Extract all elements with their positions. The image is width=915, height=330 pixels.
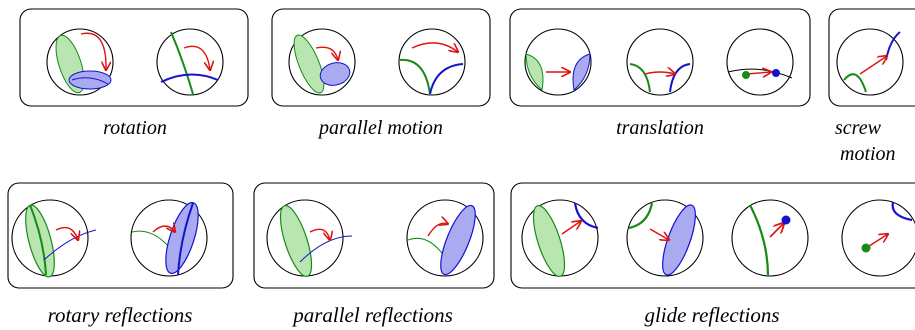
- disk-translation-3: [726, 28, 794, 96]
- disk-glide-3: [731, 199, 809, 277]
- disk-translation-2: [626, 28, 694, 96]
- caption-screw-motion-line-2: motion: [840, 143, 896, 165]
- blue-geodesic: [177, 202, 194, 276]
- green-geodesic: [749, 204, 770, 277]
- green-geodesic: [628, 202, 654, 230]
- disk-glide-4: [841, 199, 915, 277]
- blue-lens: [165, 202, 199, 274]
- caption-rotation: rotation: [103, 117, 167, 139]
- blue-arc: [299, 235, 353, 263]
- rotary-arrow: [152, 226, 175, 232]
- group-translation: translation: [509, 8, 811, 139]
- group-glide-reflections: glide reflections: [510, 182, 915, 327]
- glide-arrow: [561, 221, 581, 235]
- rotary-arrow: [55, 226, 78, 240]
- glide-arrow: [769, 223, 784, 238]
- rotation-arrow: [80, 32, 106, 70]
- motion-arrow: [315, 46, 338, 60]
- blue-arc: [71, 77, 109, 85]
- translation-arrow: [745, 72, 771, 74]
- disk-rotation-before: [46, 28, 114, 96]
- box-parallel-reflections: [253, 182, 495, 289]
- blue-point: [781, 215, 791, 225]
- green-lens: [532, 205, 566, 277]
- caption-screw-motion-line-1: screw: [835, 117, 882, 139]
- disk-translation-1: [524, 28, 592, 96]
- box-screw-motion: [828, 8, 915, 107]
- green-geodesic: [170, 31, 194, 95]
- parallel-refl-arrow: [309, 228, 330, 240]
- caption-glide-reflections: glide reflections: [644, 303, 779, 327]
- green-point: [861, 243, 871, 253]
- green-region: [525, 53, 544, 91]
- disk-rotation-after: [156, 28, 224, 96]
- disk-parallel-refl-after: [406, 199, 484, 277]
- box-rotation: [19, 8, 249, 107]
- box-rotary-reflections: [7, 182, 234, 289]
- parallel-refl-arrow: [427, 223, 448, 237]
- rotation-arrow: [183, 45, 210, 70]
- green-point: [742, 71, 750, 79]
- blue-region: [572, 53, 591, 91]
- caption-translation: translation: [616, 117, 704, 139]
- screw-arrow: [859, 56, 887, 75]
- blue-geodesic: [160, 73, 219, 83]
- glide-arrow: [649, 228, 669, 240]
- disk-parallel-motion-after: [398, 28, 466, 96]
- green-lens: [279, 205, 313, 277]
- blue-point: [772, 69, 780, 77]
- group-screw-motion: screw motion: [828, 8, 915, 165]
- blue-geodesic: [885, 31, 901, 61]
- blue-lens: [662, 204, 696, 276]
- axis-geodesic: [727, 68, 793, 79]
- green-geodesic: [843, 73, 867, 93]
- green-geodesic: [629, 63, 651, 93]
- blue-geodesic: [573, 202, 599, 230]
- blue-geodesic: [891, 201, 913, 222]
- group-rotation: rotation: [19, 8, 249, 139]
- motion-arrow: [411, 42, 458, 52]
- box-translation: [509, 8, 811, 107]
- green-geodesic: [399, 58, 431, 95]
- blue-lens: [440, 204, 476, 276]
- blue-arc: [43, 229, 97, 261]
- box-glide-reflections: [510, 182, 915, 289]
- blue-lens: [68, 70, 112, 90]
- group-parallel-motion: parallel motion: [271, 8, 491, 139]
- disk-glide-2: [626, 199, 704, 277]
- green-geodesic: [29, 204, 47, 276]
- group-parallel-reflections: parallel reflections: [253, 182, 495, 327]
- caption-rotary-reflections: rotary reflections: [48, 303, 193, 327]
- disk-screw-motion: [836, 28, 904, 96]
- box-parallel-motion: [271, 8, 491, 107]
- caption-parallel-motion: parallel motion: [317, 117, 443, 139]
- disk-rotary-after: [130, 199, 208, 277]
- blue-geodesic: [429, 63, 464, 95]
- caption-parallel-reflections: parallel reflections: [291, 303, 453, 327]
- green-lens: [293, 34, 325, 94]
- blue-lens: [319, 62, 351, 86]
- disk-parallel-motion-before: [288, 28, 356, 96]
- translation-arrow: [644, 72, 675, 74]
- group-rotary-reflections: rotary reflections: [7, 182, 234, 327]
